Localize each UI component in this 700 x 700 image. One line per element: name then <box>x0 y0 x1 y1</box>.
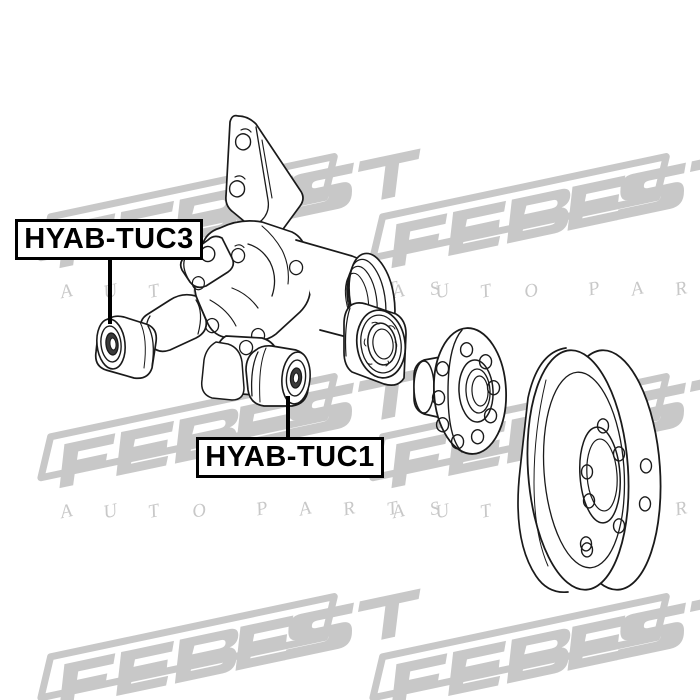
callout-hyab-tuc1-inner: HYAB-TUC1 <box>199 440 381 475</box>
callout-hyab-tuc1-label: HYAB-TUC1 <box>205 441 375 473</box>
callout-hyab-tuc3[interactable]: HYAB-TUC3 <box>15 219 203 260</box>
part-brake-drum <box>517 347 662 594</box>
leader-line-hyab-tuc1 <box>286 396 290 439</box>
leader-line-hyab-tuc3 <box>108 258 112 324</box>
callout-hyab-tuc3-inner: HYAB-TUC3 <box>18 222 200 257</box>
callout-hyab-tuc1[interactable]: HYAB-TUC1 <box>196 437 384 478</box>
part-lower-control-arm-bushing <box>245 344 311 407</box>
part-upper-control-arm-bushing <box>94 315 158 380</box>
callout-hyab-tuc3-label: HYAB-TUC3 <box>24 223 194 255</box>
part-wheel-hub-flange <box>413 327 508 455</box>
part-wheel-bearing <box>343 302 407 386</box>
